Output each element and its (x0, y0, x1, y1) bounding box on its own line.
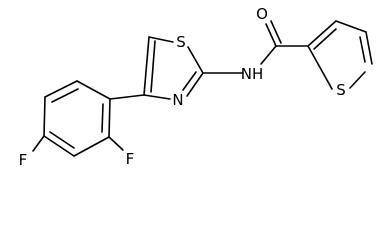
thiazole-nitrogen-label: N (172, 91, 183, 109)
difluorophenyl-ring (32, 80, 145, 157)
amide-nh-label: NH (241, 65, 264, 83)
oxygen-atom-label: O (256, 5, 268, 23)
amide-linkage (202, 20, 309, 74)
thiophene-sulfur-label: S (336, 81, 346, 99)
fluorine-ortho-label: F (126, 150, 135, 168)
thiophene-ring (307, 20, 373, 90)
thiazole-ring (143, 36, 204, 100)
thiazole-sulfur-label: S (176, 33, 186, 51)
fluorine-para-label: F (19, 151, 28, 169)
chemical-structure-diagram: O NH S S N F F (19, 5, 373, 169)
